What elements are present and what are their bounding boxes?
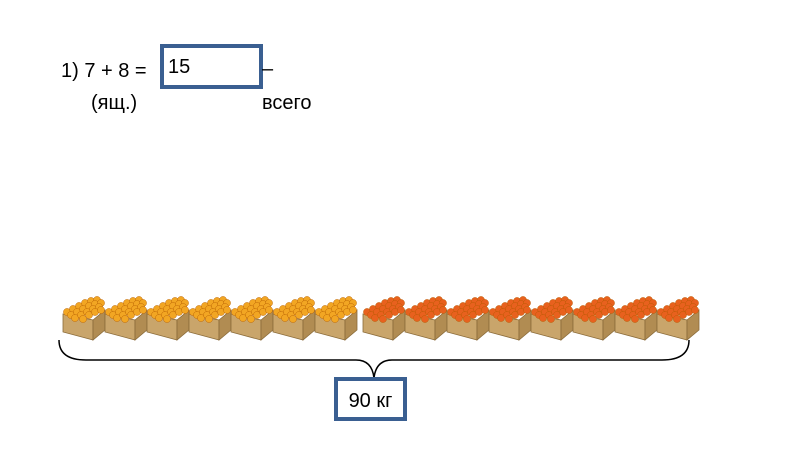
- answer-box[interactable]: 15: [160, 44, 263, 89]
- crate-orange-fruit: [445, 294, 491, 342]
- crate-orange-fruit: [487, 294, 533, 342]
- crate-orange-fruit: [529, 294, 575, 342]
- crate-yellow-fruit: [145, 294, 191, 342]
- total-weight-box[interactable]: 90 кг: [334, 377, 407, 421]
- crate-yellow-fruit: [271, 294, 317, 342]
- answer-value: 15: [168, 56, 190, 78]
- crate-orange-fruit: [613, 294, 659, 342]
- crate-row: [61, 294, 691, 344]
- crate-orange-fruit: [361, 294, 407, 342]
- crate-yellow-fruit: [103, 294, 149, 342]
- crate-orange-fruit: [571, 294, 617, 342]
- equation-total-label: всего: [262, 92, 312, 114]
- equation-unit: (ящ.): [91, 92, 137, 114]
- equation-dash: –: [262, 58, 273, 80]
- crate-yellow-fruit: [187, 294, 233, 342]
- crate-orange-fruit: [655, 294, 701, 342]
- crate-orange-fruit: [403, 294, 449, 342]
- equation-left: 1) 7 + 8 =: [61, 60, 147, 82]
- crate-yellow-fruit: [61, 294, 107, 342]
- total-weight-value: 90 кг: [349, 390, 393, 412]
- crate-yellow-fruit: [229, 294, 275, 342]
- crate-yellow-fruit: [313, 294, 359, 342]
